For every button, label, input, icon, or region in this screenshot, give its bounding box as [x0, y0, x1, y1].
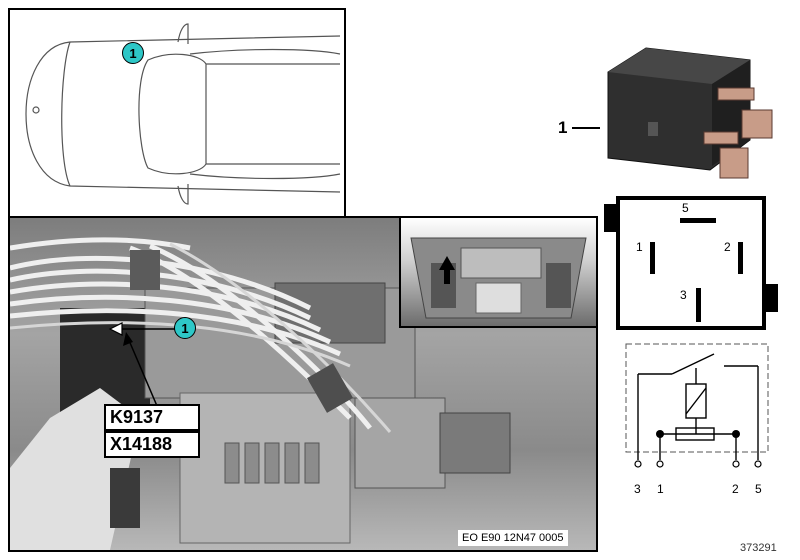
pin-1-blade: [650, 242, 655, 274]
pin-label-2: 2: [724, 240, 731, 254]
photo-reference-code: EO E90 12N47 0005: [458, 530, 568, 546]
photo-callout-1: 1: [174, 317, 196, 339]
inset-engine-drawing: [410, 237, 587, 319]
pin-layout-clip-right: [766, 284, 778, 312]
pin-label-3: 3: [680, 288, 687, 302]
diagram-id: 373291: [740, 542, 777, 554]
pin-5-blade: [680, 218, 716, 223]
engine-overview-inset: [399, 216, 598, 328]
schematic-pin-1: 1: [657, 482, 664, 496]
pin-label-1: 1: [636, 240, 643, 254]
car-top-view-panel: 1: [8, 8, 346, 218]
relay-photo: [607, 47, 773, 179]
relay-pin-layout: 5 1 2 3: [616, 196, 766, 330]
schematic-pin-2: 2: [732, 482, 739, 496]
relay-label-k9137: K9137: [104, 404, 200, 431]
pin-2-blade: [738, 242, 743, 274]
car-callout-1: 1: [122, 42, 144, 64]
schematic-pin-3: 3: [634, 482, 641, 496]
pin-3-blade: [696, 288, 701, 322]
schematic-pin-5: 5: [755, 482, 762, 496]
pin-label-5: 5: [682, 201, 689, 215]
relay-circuit-schematic: [625, 343, 769, 468]
connector-label-x14188: X14188: [104, 431, 200, 458]
relay-part-leader-line: [572, 127, 600, 129]
car-outline-drawing: [25, 23, 341, 205]
pin-layout-clip-left: [604, 204, 616, 232]
relay-part-number: 1: [558, 118, 568, 137]
